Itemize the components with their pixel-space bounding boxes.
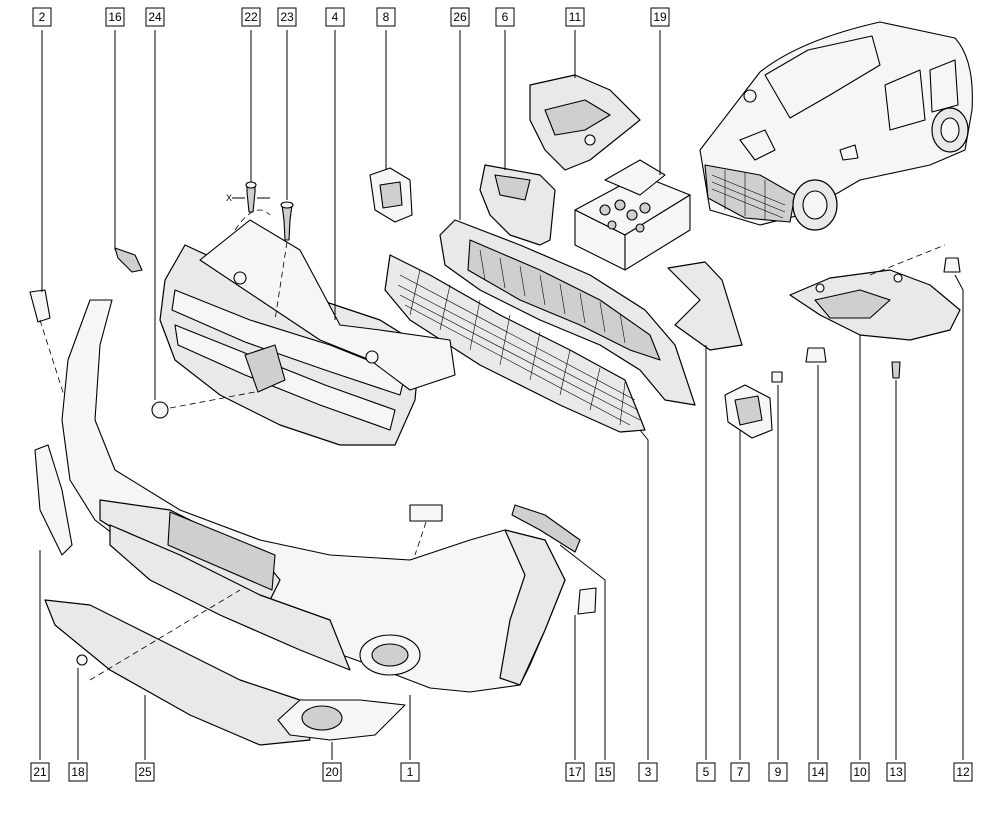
callout-21: 21 xyxy=(30,762,50,782)
vehicle-illustration xyxy=(699,21,973,231)
plate-clip xyxy=(409,504,443,556)
part-18-screw xyxy=(76,654,88,760)
part-1-bumper xyxy=(61,299,566,760)
svg-text:23: 23 xyxy=(280,10,294,24)
part-16-bracket xyxy=(114,30,143,273)
callout-2: 2 xyxy=(32,7,52,27)
svg-text:19: 19 xyxy=(653,10,667,24)
callout-24: 24 xyxy=(145,7,165,27)
svg-text:16: 16 xyxy=(108,10,122,24)
part-23-rivet xyxy=(280,30,294,241)
callout-14: 14 xyxy=(808,762,828,782)
part-26-grille-carrier xyxy=(439,30,696,406)
svg-text:5: 5 xyxy=(703,765,710,779)
callout-17: 17 xyxy=(565,762,585,782)
svg-text:3: 3 xyxy=(645,765,652,779)
part-11-bracket xyxy=(529,30,641,171)
svg-text:25: 25 xyxy=(138,765,152,779)
part-8-clip xyxy=(369,30,413,223)
part-13-screw xyxy=(891,361,901,760)
svg-text:4: 4 xyxy=(332,10,339,24)
svg-text:1: 1 xyxy=(407,765,414,779)
part-19-fixing-kit-box xyxy=(574,30,691,271)
callout-19: 19 xyxy=(650,7,670,27)
svg-text:14: 14 xyxy=(811,765,825,779)
svg-text:9: 9 xyxy=(775,765,782,779)
part-22-screw: X xyxy=(226,30,270,213)
part-6-side-bracket xyxy=(479,30,556,246)
svg-text:12: 12 xyxy=(956,765,970,779)
callout-25: 25 xyxy=(135,762,155,782)
svg-text:26: 26 xyxy=(453,10,467,24)
part-10-splash-shield xyxy=(789,269,961,760)
svg-text:17: 17 xyxy=(568,765,582,779)
callout-18: 18 xyxy=(68,762,88,782)
callout-15: 15 xyxy=(595,762,615,782)
dimension-x-label: X xyxy=(226,193,232,203)
svg-text:10: 10 xyxy=(853,765,867,779)
part-7-clip xyxy=(724,384,773,760)
callout-6: 6 xyxy=(495,7,515,27)
part-20-foglight-bezel xyxy=(277,699,406,760)
callout-22: 22 xyxy=(241,7,261,27)
part-21-side-bracket xyxy=(34,444,73,760)
svg-text:8: 8 xyxy=(383,10,390,24)
part-24-plug xyxy=(151,30,169,419)
svg-text:18: 18 xyxy=(71,765,85,779)
callout-10: 10 xyxy=(850,762,870,782)
part-12-clip xyxy=(943,257,964,760)
callout-9: 9 xyxy=(768,762,788,782)
part-3-mesh-grille xyxy=(384,254,649,760)
callout-26: 26 xyxy=(450,7,470,27)
callout-16: 16 xyxy=(105,7,125,27)
part-17-clip xyxy=(574,587,597,760)
part-15-bracket xyxy=(511,504,606,760)
callout-8: 8 xyxy=(376,7,396,27)
svg-text:13: 13 xyxy=(889,765,903,779)
callout-1: 1 xyxy=(400,762,420,782)
part-2-clip xyxy=(29,30,51,323)
callout-12: 12 xyxy=(953,762,973,782)
svg-text:6: 6 xyxy=(502,10,509,24)
callout-13: 13 xyxy=(886,762,906,782)
svg-text:20: 20 xyxy=(325,765,339,779)
part-9-clip xyxy=(771,371,783,760)
svg-text:24: 24 xyxy=(148,10,162,24)
svg-text:2: 2 xyxy=(39,10,46,24)
part-4-radiator-grille xyxy=(159,30,456,446)
callout-23: 23 xyxy=(277,7,297,27)
svg-text:15: 15 xyxy=(598,765,612,779)
callout-7: 7 xyxy=(730,762,750,782)
svg-text:22: 22 xyxy=(244,10,258,24)
callout-labels: 2 16 24 22 23 4 8 26 6 11 19 21 18 25 20… xyxy=(30,7,973,782)
callout-4: 4 xyxy=(325,7,345,27)
part-5-bracket xyxy=(667,261,743,760)
callout-20: 20 xyxy=(322,762,342,782)
part-25-lower-spoiler xyxy=(44,599,311,760)
part-14-clip xyxy=(805,347,827,760)
callout-5: 5 xyxy=(696,762,716,782)
svg-text:21: 21 xyxy=(33,765,47,779)
svg-text:11: 11 xyxy=(569,10,582,24)
callout-11: 11 xyxy=(565,7,585,27)
callout-3: 3 xyxy=(638,762,658,782)
svg-text:7: 7 xyxy=(737,765,744,779)
